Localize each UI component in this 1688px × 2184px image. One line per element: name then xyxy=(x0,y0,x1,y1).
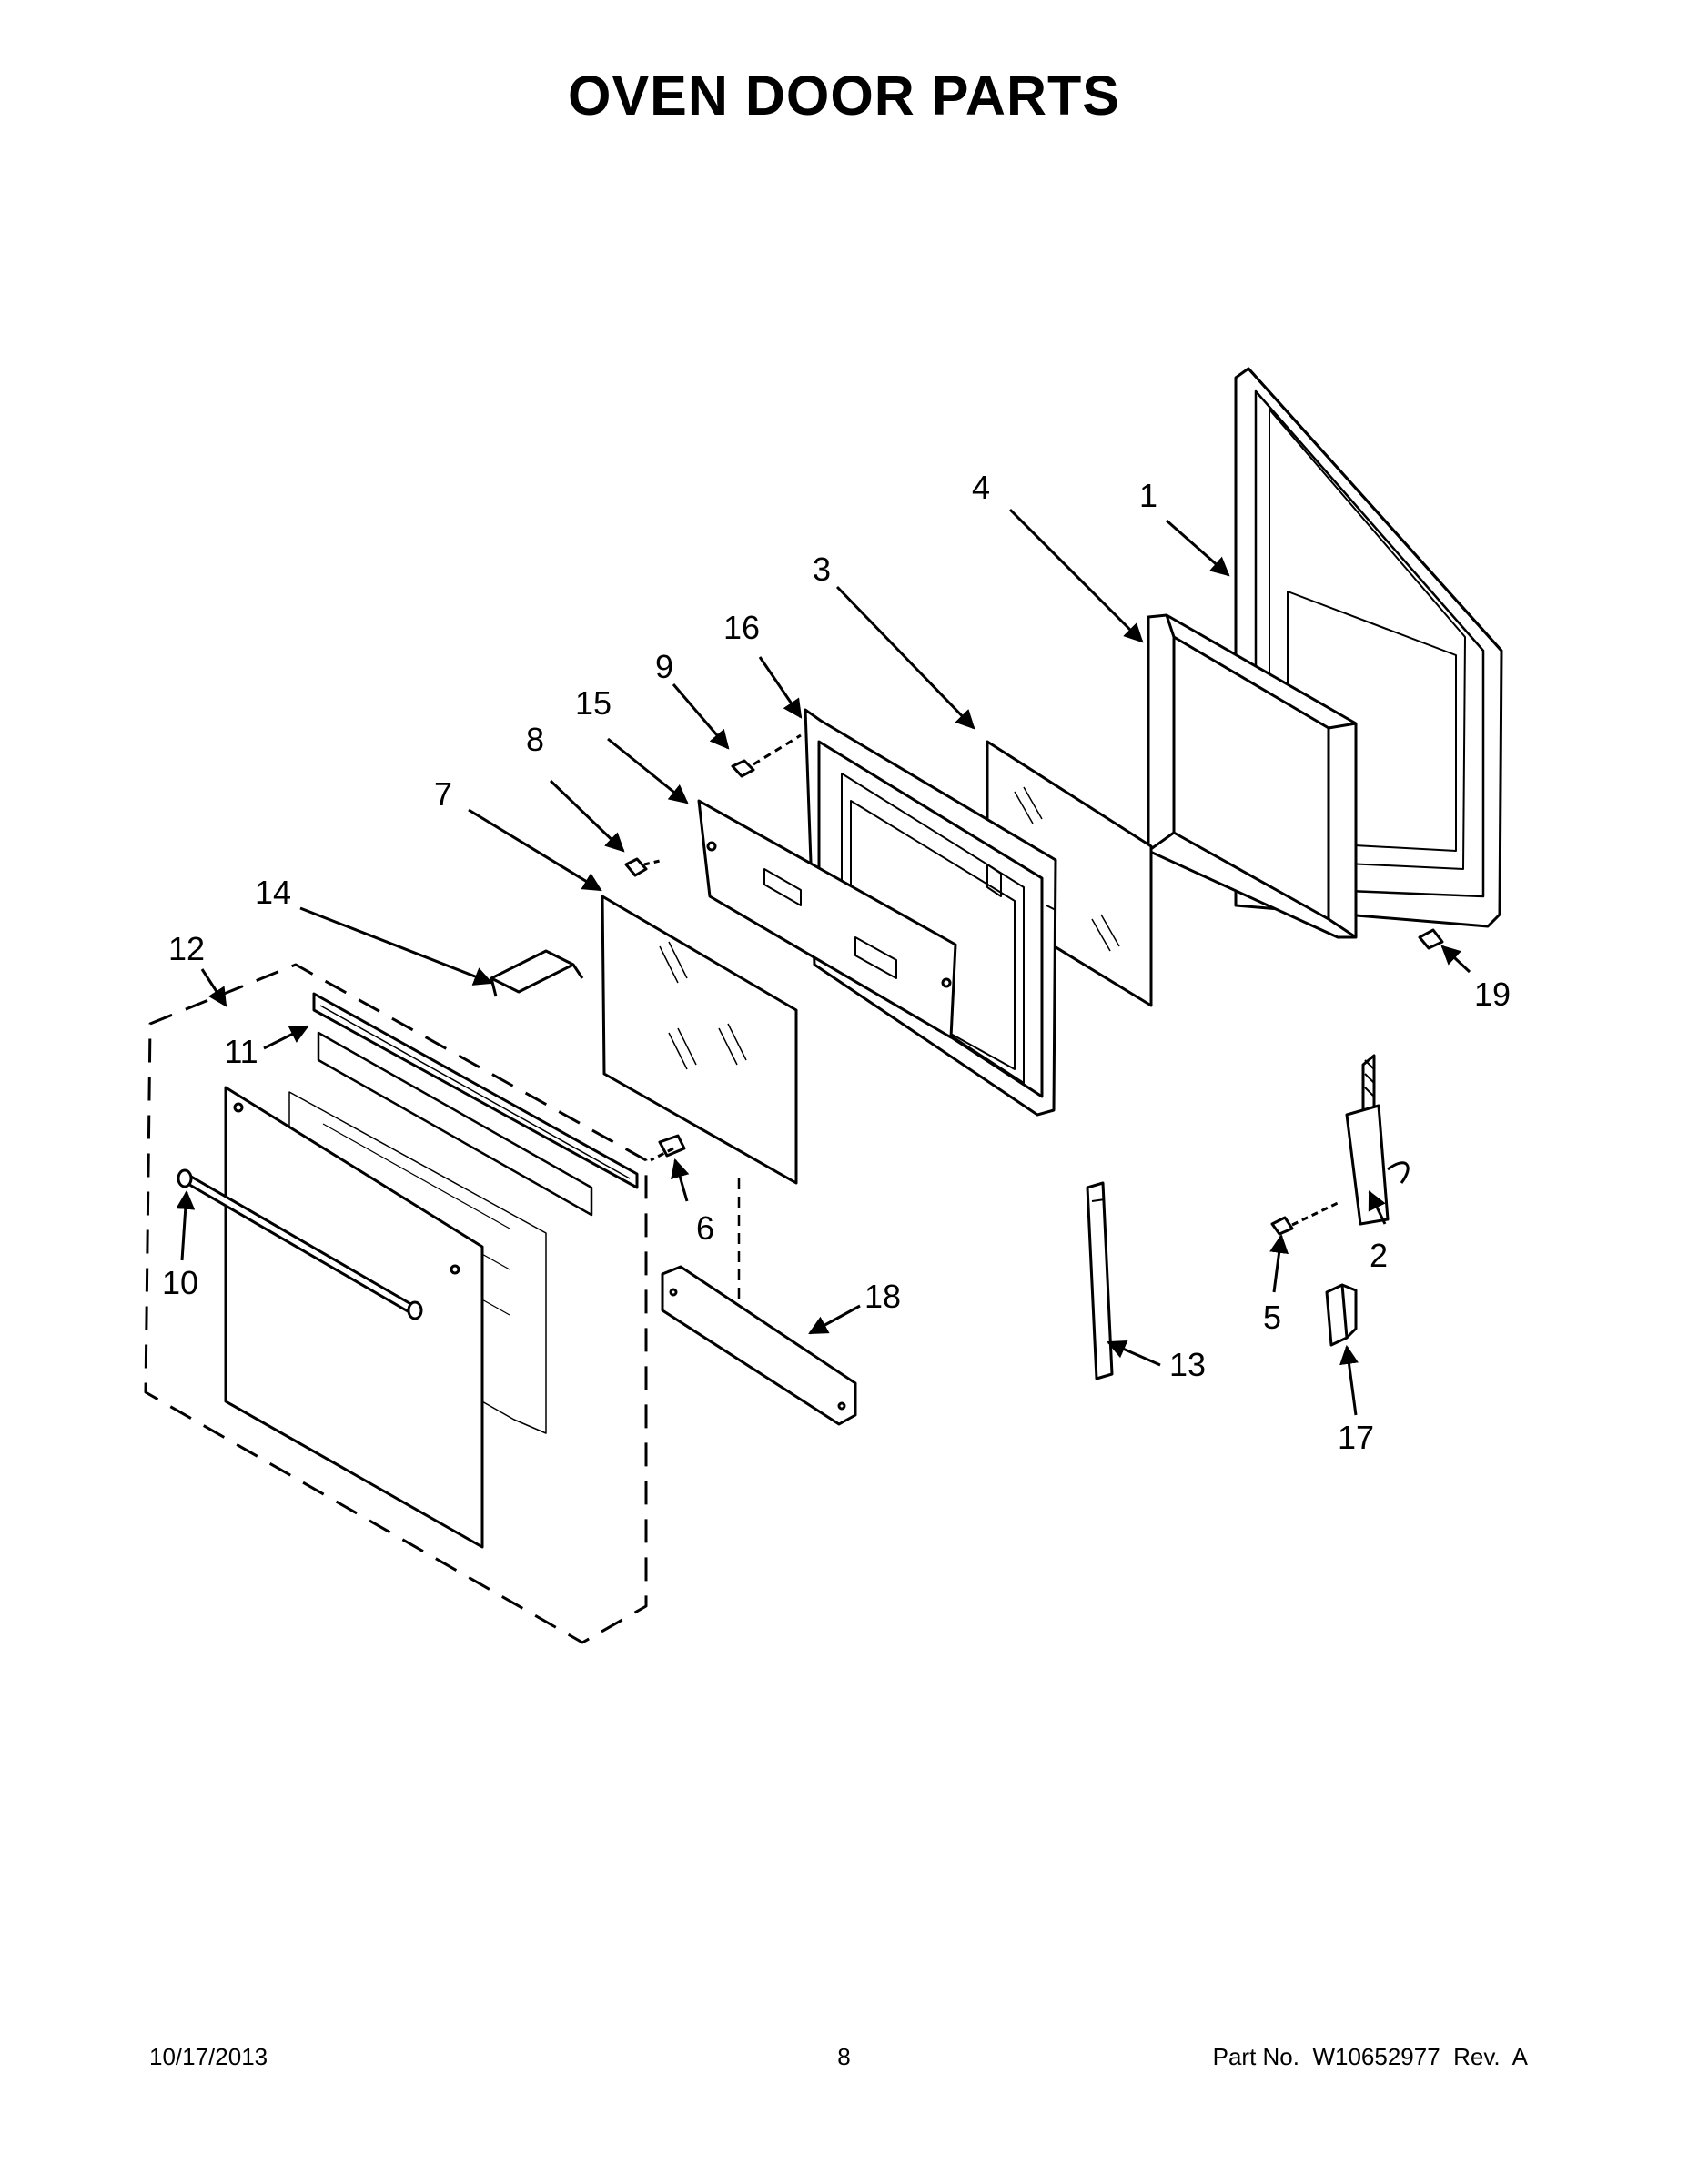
callout-labels: 4 1 3 16 9 15 8 7 14 12 11 10 6 18 13 2 … xyxy=(162,469,1511,1456)
callout-11: 11 xyxy=(224,1033,258,1070)
part-4-door-trim xyxy=(1147,613,1358,939)
callout-12: 12 xyxy=(168,930,205,967)
callout-8: 8 xyxy=(526,721,544,758)
part-2-hinge xyxy=(1345,1054,1410,1226)
part-9-screw xyxy=(731,733,802,778)
outer-door-panel xyxy=(224,1086,484,1549)
part-11-channel xyxy=(312,992,639,1189)
callout-19: 19 xyxy=(1474,976,1511,1013)
part-15-door-baffle xyxy=(697,799,957,1039)
callout-15: 15 xyxy=(575,684,612,722)
callout-6: 6 xyxy=(696,1209,714,1247)
callout-2: 2 xyxy=(1370,1237,1388,1274)
page-title: OVEN DOOR PARTS xyxy=(568,65,1120,126)
callout-9: 9 xyxy=(655,648,673,685)
part-10-door-handle xyxy=(177,1168,423,1320)
callout-7: 7 xyxy=(434,775,452,813)
part-14-bracket xyxy=(490,949,584,997)
callout-1: 1 xyxy=(1139,477,1157,514)
part-7-outer-glass xyxy=(601,895,798,1185)
callout-3: 3 xyxy=(813,551,831,588)
callout-5: 5 xyxy=(1263,1299,1281,1336)
part-13-hinge-arm xyxy=(1086,1181,1114,1380)
callout-17: 17 xyxy=(1338,1419,1374,1456)
footer-page-number: 8 xyxy=(837,2043,851,2070)
callout-14: 14 xyxy=(255,874,291,911)
part-6-screw xyxy=(650,1134,686,1162)
part-18-lower-bracket xyxy=(661,1265,857,1426)
part-17-clip xyxy=(1325,1283,1358,1347)
part-12-outer-door-assembly-outline xyxy=(144,963,648,1644)
part-5-screw xyxy=(1270,1201,1339,1236)
callout-4: 4 xyxy=(972,469,990,506)
footer-part-number: Part No. W10652977 Rev. A xyxy=(1212,2043,1528,2070)
callout-13: 13 xyxy=(1169,1346,1206,1383)
leader-arrows xyxy=(176,508,1471,1416)
callout-10: 10 xyxy=(162,1264,198,1301)
door-top-strip xyxy=(317,1031,593,1217)
footer-date: 10/17/2013 xyxy=(149,2043,268,2070)
part-8-screw xyxy=(624,857,661,877)
part-19-screw xyxy=(1418,928,1444,950)
callout-16: 16 xyxy=(723,609,760,646)
callout-18: 18 xyxy=(864,1278,901,1315)
